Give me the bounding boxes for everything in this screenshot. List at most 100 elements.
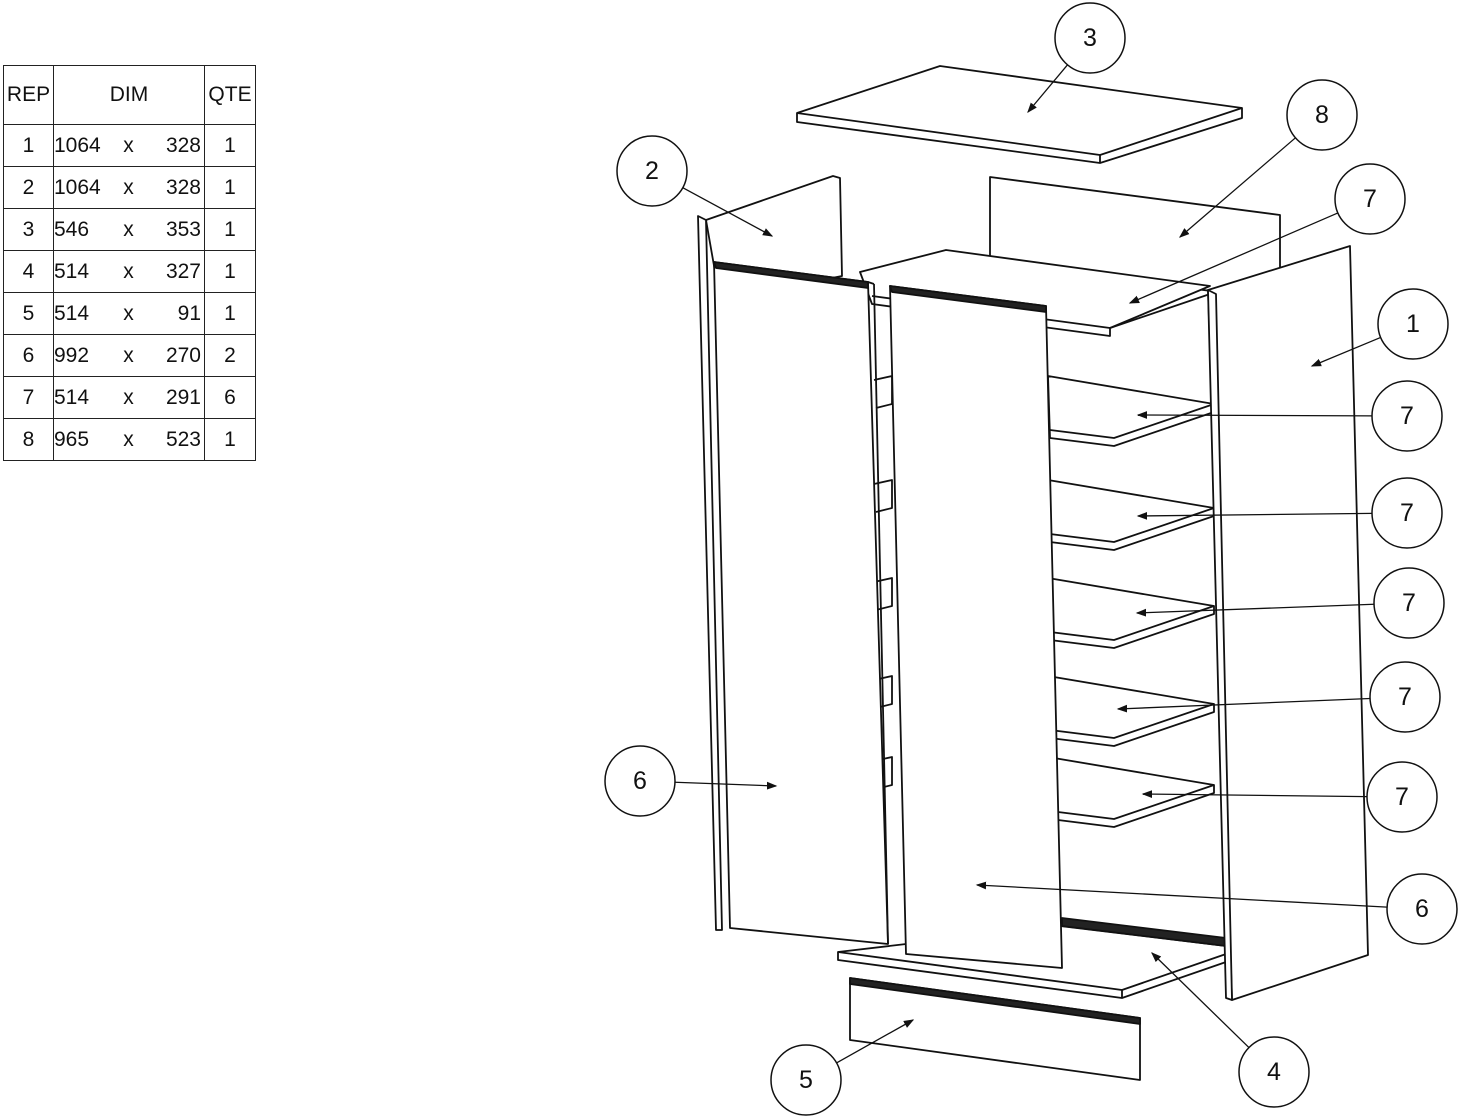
part-7-shelf: [1047, 756, 1215, 828]
dim-separator: x: [123, 175, 134, 199]
callout-label: 7: [1395, 783, 1409, 811]
dim-width: 992: [54, 343, 90, 367]
header-dim: DIM: [53, 65, 205, 125]
callout-1: 1: [1310, 288, 1449, 367]
table-row: 5 514 x 91 1: [3, 292, 256, 335]
callout-label: 6: [633, 767, 647, 795]
dim-cell: 514 x 91: [53, 292, 205, 335]
callout-label: 8: [1315, 101, 1329, 129]
dim-height: 91: [177, 301, 201, 325]
header-rep: REP: [3, 65, 54, 125]
dim-cell: 992 x 270: [53, 334, 205, 377]
qte-cell: 2: [204, 334, 256, 377]
shelves-7: [873, 375, 1215, 828]
dim-height: 291: [165, 385, 201, 409]
leader-arrow: [1179, 137, 1296, 238]
part-1-right-side-panel: [1207, 245, 1369, 1001]
rep-cell: 2: [3, 166, 54, 209]
qte-cell: 1: [204, 418, 256, 461]
callout-circle: [1373, 567, 1445, 639]
leader-arrow: [1151, 952, 1250, 1049]
leader-arrow: [836, 1019, 915, 1064]
callout-7: 7: [1135, 567, 1445, 639]
callout-circle: [1377, 288, 1449, 360]
rep-cell: 5: [3, 292, 54, 335]
callout-label: 7: [1400, 499, 1414, 527]
part-6-left-door: [713, 261, 889, 945]
dim-separator: x: [123, 259, 134, 283]
callout-8: 8: [1179, 79, 1358, 238]
dim-cell: 1064 x 328: [53, 124, 205, 167]
callout-label: 1: [1406, 310, 1420, 338]
dim-width: 1064: [54, 133, 101, 157]
part-7-shelf: [1047, 375, 1215, 447]
callout-circle: [1286, 79, 1358, 151]
callout-6: 6: [604, 745, 778, 817]
rep-cell: 1: [3, 124, 54, 167]
callout-circle: [1238, 1036, 1310, 1108]
callout-label: 7: [1400, 402, 1414, 430]
leader-arrow: [1310, 336, 1381, 367]
callout-2: 2: [616, 135, 774, 237]
callout-circle: [1371, 380, 1443, 452]
part-6-right-door: [889, 285, 1063, 969]
leader-arrow: [1027, 64, 1069, 113]
table-row: 7 514 x 291 6: [3, 376, 256, 419]
qte-cell: 1: [204, 292, 256, 335]
dim-width: 514: [54, 385, 90, 409]
callout-label: 7: [1398, 683, 1412, 711]
callout-label: 5: [799, 1066, 813, 1094]
callout-7: 7: [1116, 661, 1441, 733]
dim-cell: 514 x 291: [53, 376, 205, 419]
callout-7: 7: [1136, 380, 1443, 452]
dim-separator: x: [123, 133, 134, 157]
qte-cell: 1: [204, 124, 256, 167]
callout-label: 4: [1267, 1058, 1281, 1086]
leader-arrow: [975, 881, 1388, 908]
table-row: 1 1064 x 328 1: [3, 124, 256, 167]
dim-width: 965: [54, 427, 90, 451]
callout-7: 7: [1136, 477, 1443, 549]
table-row: 8 965 x 523 1: [3, 418, 256, 461]
dim-height: 327: [165, 259, 201, 283]
part-3-top-panel: [796, 65, 1243, 164]
callout-circle: [616, 135, 688, 207]
callout-label: 6: [1415, 895, 1429, 923]
dim-width: 1064: [54, 175, 101, 199]
callout-circle: [1054, 2, 1126, 74]
part-7-shelf: [1047, 675, 1215, 747]
callout-label: 7: [1363, 185, 1377, 213]
callout-label: 7: [1402, 589, 1416, 617]
dim-height: 328: [165, 175, 201, 199]
part-7-shelf: [1047, 577, 1215, 649]
qte-cell: 1: [204, 166, 256, 209]
leader-arrow: [682, 187, 774, 237]
dim-separator: x: [123, 385, 134, 409]
dim-separator: x: [123, 343, 134, 367]
qte-cell: 6: [204, 376, 256, 419]
callout-circle: [770, 1044, 842, 1116]
callout-circle: [1334, 163, 1406, 235]
dim-cell: 514 x 327: [53, 250, 205, 293]
dim-cell: 546 x 353: [53, 208, 205, 251]
dim-width: 514: [54, 259, 90, 283]
dim-height: 328: [165, 133, 201, 157]
dim-separator: x: [123, 427, 134, 451]
leader-arrow: [1136, 511, 1373, 520]
rep-cell: 6: [3, 334, 54, 377]
table-row: 3 546 x 353 1: [3, 208, 256, 251]
leader-arrow: [1136, 411, 1373, 419]
callout-7: 7: [1141, 761, 1438, 833]
dim-separator: x: [123, 217, 134, 241]
callout-4: 4: [1151, 952, 1310, 1108]
callout-5: 5: [770, 1019, 915, 1116]
rep-cell: 4: [3, 250, 54, 293]
leader-arrow: [1128, 212, 1339, 304]
part-2-left-side-front-edge: [697, 215, 723, 931]
callout-circle: [1369, 661, 1441, 733]
dim-height: 270: [165, 343, 201, 367]
callout-label: 2: [645, 157, 659, 185]
dim-cell: 965 x 523: [53, 418, 205, 461]
